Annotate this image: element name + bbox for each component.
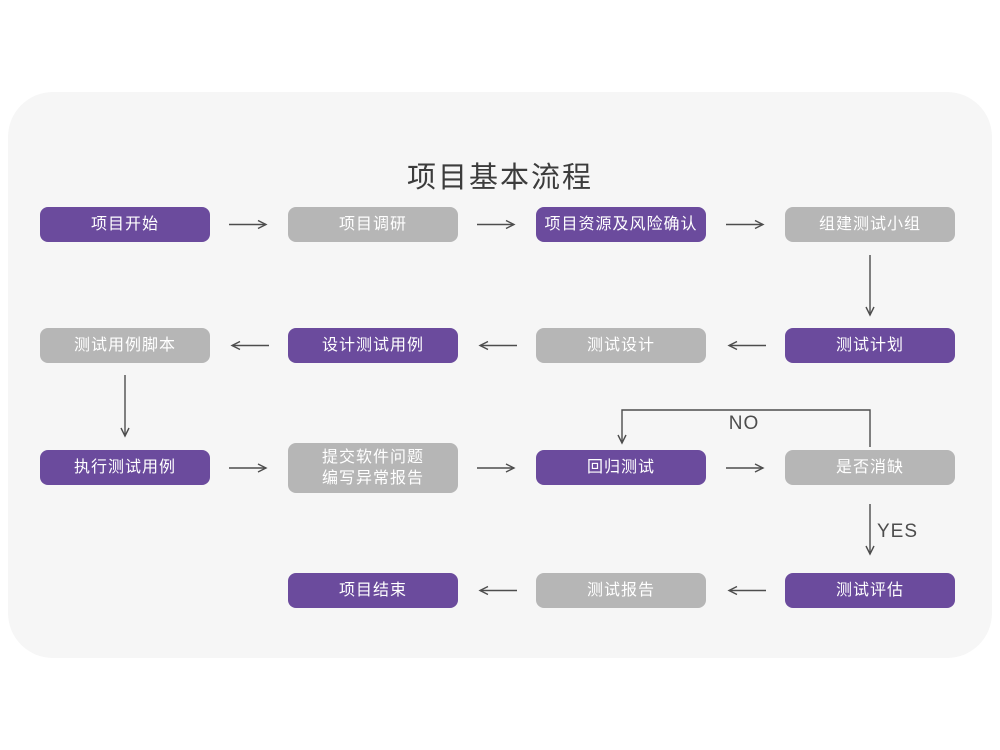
node-build-test-team: 组建测试小组 [785,207,955,242]
yes-edge-label: YES [877,521,919,542]
node-design-test-cases: 设计测试用例 [288,328,458,363]
node-project-research: 项目调研 [288,207,458,242]
node-test-design: 测试设计 [536,328,706,363]
node-test-case-script: 测试用例脚本 [40,328,210,363]
node-project-start: 项目开始 [40,207,210,242]
page-title: 项目基本流程 [406,162,593,195]
node-test-plan: 测试计划 [785,328,955,363]
no-edge-label: NO [728,413,760,434]
node-test-report: 测试报告 [536,573,706,608]
node-submit-issue-report: 提交软件问题 编写异常报告 [288,443,458,493]
submit-issue-line1: 提交软件问题 [321,449,424,466]
node-project-end: 项目结束 [288,573,458,608]
flowchart-card [8,92,992,658]
node-defect-cleared-check: 是否消缺 [785,450,955,485]
submit-issue-line2: 编写异常报告 [321,470,424,487]
node-regression-test: 回归测试 [536,450,706,485]
node-execute-test-cases: 执行测试用例 [40,450,210,485]
node-resource-risk-confirm: 项目资源及风险确认 [536,207,706,242]
node-test-evaluate: 测试评估 [785,573,955,608]
